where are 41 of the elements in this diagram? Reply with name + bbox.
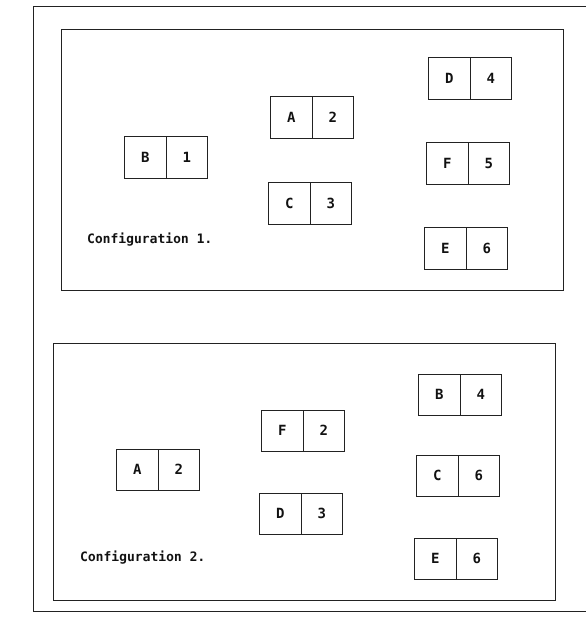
box-letter: C (433, 468, 442, 484)
box-letter: A (133, 462, 142, 478)
split-box (124, 136, 208, 179)
box-letter: A (287, 110, 296, 126)
box-number: 4 (476, 387, 485, 403)
box-number: 2 (174, 462, 183, 478)
box-number: 3 (326, 196, 335, 212)
split-box (426, 142, 510, 185)
box-number: 3 (318, 506, 326, 522)
box-number: 4 (486, 70, 495, 86)
panel-caption: Configuration 1. (87, 232, 212, 247)
box-letter: E (441, 240, 450, 256)
box-number: 2 (328, 110, 337, 126)
split-box (418, 374, 502, 416)
box-number: 5 (484, 156, 493, 172)
box-letter: F (278, 423, 286, 439)
box-letter: D (445, 70, 454, 86)
box-number: 6 (474, 468, 483, 484)
box-letter: D (276, 506, 284, 522)
box-letter: E (431, 551, 440, 567)
box-letter: B (435, 387, 444, 403)
split-box (424, 227, 508, 270)
split-box (414, 538, 498, 580)
panel-frame (61, 29, 564, 291)
box-letter: B (141, 150, 150, 166)
box-letter: F (443, 156, 452, 172)
box-number: 6 (472, 551, 481, 567)
box-number: 2 (320, 423, 328, 439)
panel-caption: Configuration 2. (80, 550, 206, 565)
panel-frame (53, 343, 556, 601)
split-box (261, 410, 345, 452)
box-number: 1 (182, 150, 191, 166)
split-box (416, 455, 500, 497)
split-box (268, 182, 352, 225)
split-box (259, 493, 343, 535)
box-number: 6 (482, 240, 491, 256)
box-letter: C (285, 196, 294, 212)
split-box (116, 449, 200, 491)
split-box (428, 57, 512, 100)
outer-frame (33, 6, 586, 612)
split-box (270, 96, 354, 139)
